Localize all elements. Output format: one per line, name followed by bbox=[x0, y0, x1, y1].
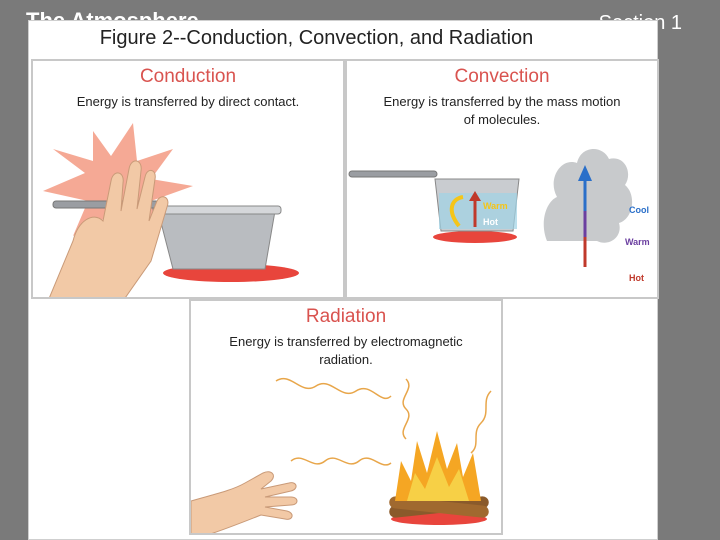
figure-title: Figure 2--Conduction, Convection, and Ra… bbox=[99, 27, 534, 49]
pot-handle bbox=[348, 170, 438, 178]
flames-inner bbox=[407, 457, 469, 501]
conduction-illustration bbox=[43, 123, 299, 297]
label-cool: Cool bbox=[629, 205, 649, 215]
wave-1 bbox=[275, 378, 392, 399]
hand bbox=[191, 471, 298, 533]
radiation-panel: Radiation Energy is transferred by elect… bbox=[189, 299, 503, 535]
cloud bbox=[543, 148, 633, 243]
pot-arrow-head bbox=[469, 191, 481, 201]
burner bbox=[433, 231, 517, 243]
wave-4 bbox=[470, 390, 492, 454]
pot-rim bbox=[152, 205, 282, 215]
label-warm: Warm bbox=[625, 237, 650, 247]
label-hot: Hot bbox=[629, 273, 644, 283]
hand bbox=[49, 160, 169, 297]
convection-illustration: Warm Hot Cool Warm Hot bbox=[348, 148, 650, 283]
convection-panel: Convection Energy is transferred by the … bbox=[345, 59, 659, 299]
convection-description-line2: of molecules. bbox=[463, 112, 541, 127]
fire-base bbox=[391, 513, 487, 525]
wave-3 bbox=[402, 378, 410, 440]
wave-2 bbox=[290, 457, 392, 466]
conduction-description: Energy is transferred by direct contact. bbox=[76, 94, 300, 109]
convection-loop bbox=[449, 195, 464, 228]
convection-title: Convection bbox=[454, 66, 550, 87]
conduction-panel: Conduction Energy is transferred by dire… bbox=[31, 59, 345, 299]
radiation-illustration bbox=[191, 378, 492, 533]
label-hot-pot: Hot bbox=[483, 217, 498, 227]
label-warm-pot: Warm bbox=[483, 201, 508, 211]
radiation-description-line2: radiation. bbox=[319, 352, 373, 367]
log-2 bbox=[389, 496, 489, 518]
radiation-description-line1: Energy is transferred by electromagnetic bbox=[229, 334, 463, 349]
conduction-title: Conduction bbox=[139, 66, 237, 87]
convection-arrow-head bbox=[578, 165, 592, 181]
convection-description-line1: Energy is transferred by the mass motion bbox=[383, 94, 621, 109]
figure: Figure 2--Conduction, Convection, and Ra… bbox=[28, 20, 659, 540]
pot bbox=[157, 210, 276, 270]
radiation-title: Radiation bbox=[305, 306, 387, 327]
